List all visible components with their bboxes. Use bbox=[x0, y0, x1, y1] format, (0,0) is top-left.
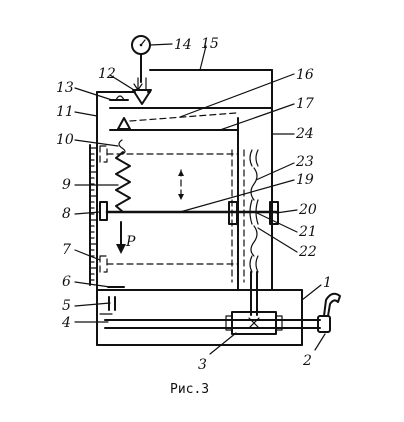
label-17: 17 bbox=[296, 96, 314, 112]
figure-caption: Рис.3 bbox=[170, 382, 209, 397]
label-9: 9 bbox=[62, 177, 71, 193]
label-8: 8 bbox=[62, 206, 71, 222]
label-5: 5 bbox=[62, 298, 71, 314]
label-19: 19 bbox=[296, 172, 314, 188]
lower-left-parts bbox=[99, 286, 125, 315]
label-16: 16 bbox=[296, 67, 314, 83]
clamp-screw bbox=[109, 95, 129, 101]
spring bbox=[115, 139, 131, 213]
label-2: 2 bbox=[302, 353, 312, 369]
label-6: 6 bbox=[62, 274, 71, 290]
label-13: 13 bbox=[56, 80, 74, 96]
label-22: 22 bbox=[298, 244, 317, 260]
label-14: 14 bbox=[174, 37, 192, 53]
label-15: 15 bbox=[201, 36, 219, 52]
label-1: 1 bbox=[323, 275, 332, 291]
housing-frame bbox=[96, 69, 303, 346]
measurement-scale bbox=[89, 144, 98, 286]
label-11: 11 bbox=[56, 104, 74, 120]
motion-arrow bbox=[178, 169, 184, 201]
gear-block bbox=[104, 311, 321, 335]
label-23: 23 bbox=[295, 154, 314, 170]
label-24: 24 bbox=[295, 126, 314, 142]
label-force-p: P bbox=[125, 234, 136, 250]
label-20: 20 bbox=[298, 202, 317, 218]
indenter-tip bbox=[132, 77, 152, 105]
scale-sliders bbox=[99, 145, 108, 273]
label-12: 12 bbox=[98, 66, 116, 82]
label-3: 3 bbox=[198, 357, 207, 373]
right-clamp bbox=[228, 149, 279, 273]
traverse-beam bbox=[105, 149, 280, 283]
crank-handle bbox=[317, 292, 341, 333]
label-10: 10 bbox=[56, 132, 74, 148]
label-7: 7 bbox=[62, 242, 71, 258]
label-4: 4 bbox=[61, 315, 71, 331]
label-21: 21 bbox=[298, 224, 317, 240]
pivot-support bbox=[117, 112, 237, 130]
force-arrow bbox=[116, 221, 126, 254]
dial-indicator bbox=[131, 35, 151, 83]
lead-screw bbox=[250, 271, 258, 316]
leader-lines bbox=[74, 43, 326, 355]
